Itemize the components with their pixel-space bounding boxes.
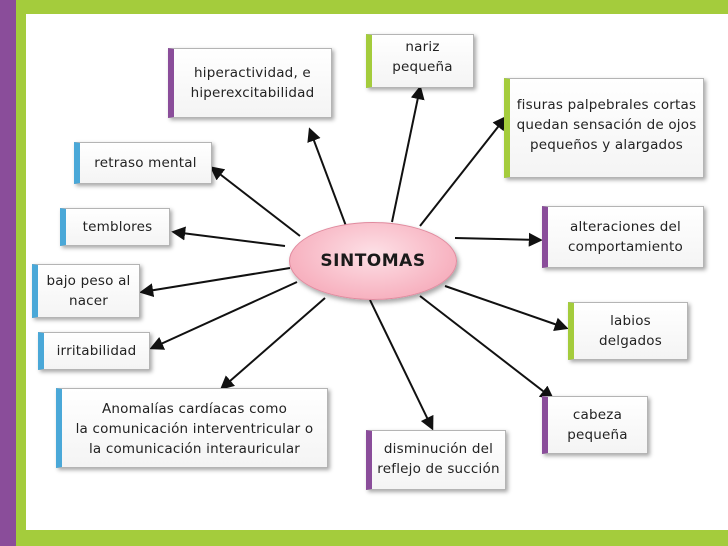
node-cabeza-text: cabeza pequeña <box>567 407 628 443</box>
node-temblores: temblores <box>60 208 170 246</box>
arrow-to-fisuras <box>419 115 507 227</box>
node-labios-text: labios delgados <box>599 313 662 349</box>
center-node-sintomas: SINTOMAS <box>289 222 457 300</box>
node-alteraciones: alteraciones del comportamiento <box>542 206 704 268</box>
node-retraso: retraso mental <box>74 142 212 184</box>
node-irritabilidad: irritabilidad <box>38 332 150 370</box>
arrow-to-nariz <box>391 85 425 223</box>
node-anomalias-text: Anomalías cardíacas como la comunicación… <box>75 401 314 457</box>
node-labios: labios delgados <box>568 302 688 360</box>
bottom-accent-bar <box>16 530 728 546</box>
node-anomalias: Anomalías cardíacas como la comunicación… <box>56 388 328 468</box>
node-temblores-text: temblores <box>82 219 153 235</box>
node-fisuras: fisuras palpebrales cortas quedan sensac… <box>504 78 704 178</box>
arrow-to-irritabilidad <box>149 281 298 350</box>
node-bajo-peso-text: bajo peso al nacer <box>46 273 131 309</box>
node-retraso-text: retraso mental <box>94 155 197 171</box>
arrow-to-alteraciones <box>454 232 543 247</box>
arrow-to-bajo-peso <box>139 267 291 298</box>
arrow-to-labios <box>444 285 569 331</box>
node-irritabilidad-text: irritabilidad <box>56 343 137 359</box>
node-nariz: nariz pequeña <box>366 34 474 88</box>
left-accent-bar <box>16 0 26 546</box>
node-bajo-peso: bajo peso al nacer <box>32 264 140 318</box>
node-hiperactividad: hiperactividad, e hiperexcitabilidad <box>168 48 332 118</box>
top-accent-bar <box>16 0 728 14</box>
node-reflejo-text: disminución del reflejo de succión <box>377 441 500 477</box>
arrow-to-hiperactividad <box>307 127 347 227</box>
node-reflejo: disminución del reflejo de succión <box>366 430 506 490</box>
arrow-to-anomalias <box>219 297 326 390</box>
center-node-label: SINTOMAS <box>320 251 426 271</box>
arrow-to-reflejo <box>369 299 434 431</box>
node-cabeza: cabeza pequeña <box>542 396 648 454</box>
node-hiperactividad-text: hiperactividad, e hiperexcitabilidad <box>190 65 315 101</box>
node-nariz-text: nariz pequeña <box>392 39 453 75</box>
node-alteraciones-text: alteraciones del comportamiento <box>568 219 683 255</box>
node-fisuras-text: fisuras palpebrales cortas quedan sensac… <box>516 97 697 153</box>
arrow-to-retraso <box>209 166 301 237</box>
arrow-to-cabeza <box>419 295 555 400</box>
arrow-to-temblores <box>171 226 286 247</box>
